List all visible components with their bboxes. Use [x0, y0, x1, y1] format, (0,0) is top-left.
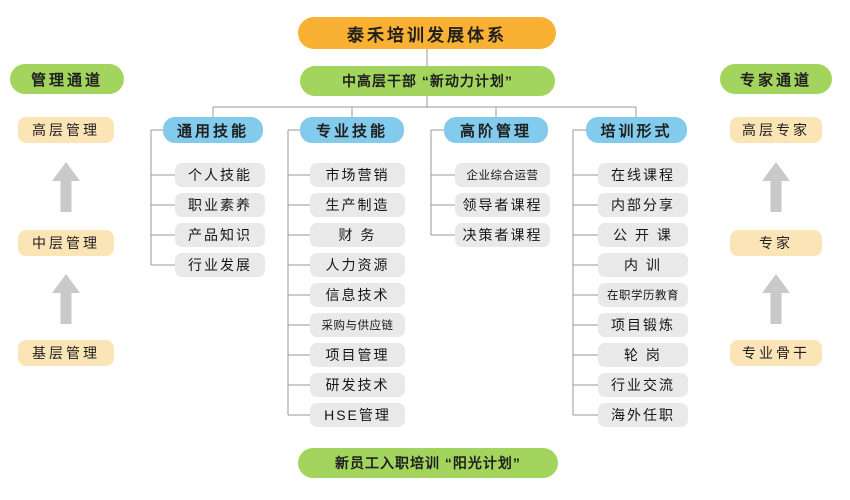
list-item: 产品知识: [175, 223, 265, 247]
column-header-professional-skills: 专业技能: [300, 117, 404, 143]
list-item: 个人技能: [175, 163, 265, 187]
column-header-advanced-management: 高阶管理: [444, 117, 548, 143]
advanced-management-list: 企业综合运营 领导者课程 决策者课程: [455, 163, 550, 247]
list-item: 内部分享: [598, 193, 688, 217]
top-program-box: 中高层干部 “新动力计划”: [300, 66, 555, 96]
management-channel-title: 管理通道: [10, 64, 124, 94]
general-skills-list: 个人技能 职业素养 产品知识 行业发展: [175, 163, 265, 277]
list-item: 市场营销: [310, 163, 405, 187]
professional-skills-list: 市场营销 生产制造 财 务 人力资源 信息技术 采购与供应链 项目管理 研发技术…: [310, 163, 405, 427]
list-item: 在线课程: [598, 163, 688, 187]
list-item: 企业综合运营: [455, 163, 550, 187]
bottom-program-box: 新员工入职培训 “阳光计划”: [298, 448, 558, 478]
list-item: 海外任职: [598, 403, 688, 427]
management-level-top: 高层管理: [18, 117, 114, 143]
list-item: HSE管理: [310, 403, 405, 427]
list-item: 公 开 课: [598, 223, 688, 247]
up-arrow-icon: [762, 162, 790, 212]
list-item: 职业素养: [175, 193, 265, 217]
list-item: 采购与供应链: [310, 313, 405, 337]
expert-level-base: 专业骨干: [730, 340, 822, 366]
list-item: 轮 岗: [598, 343, 688, 367]
expert-level-middle: 专家: [730, 230, 822, 256]
list-item: 项目锻炼: [598, 313, 688, 337]
list-item: 人力资源: [310, 253, 405, 277]
up-arrow-icon: [52, 274, 80, 324]
diagram-title: 泰禾培训发展体系: [298, 17, 556, 49]
list-item: 信息技术: [310, 283, 405, 307]
list-item: 内 训: [598, 253, 688, 277]
management-level-base: 基层管理: [18, 340, 114, 366]
list-item: 行业交流: [598, 373, 688, 397]
list-item: 财 务: [310, 223, 405, 247]
up-arrow-icon: [762, 274, 790, 324]
column-header-general-skills: 通用技能: [163, 117, 263, 143]
up-arrow-icon: [52, 162, 80, 212]
expert-channel-title: 专家通道: [720, 64, 832, 94]
list-item: 项目管理: [310, 343, 405, 367]
list-item: 行业发展: [175, 253, 265, 277]
list-item: 决策者课程: [455, 223, 550, 247]
training-forms-list: 在线课程 内部分享 公 开 课 内 训 在职学历教育 项目锻炼 轮 岗 行业交流…: [598, 163, 688, 427]
list-item: 生产制造: [310, 193, 405, 217]
expert-level-top: 高层专家: [730, 117, 822, 143]
list-item: 研发技术: [310, 373, 405, 397]
management-level-middle: 中层管理: [18, 230, 114, 256]
connector-lines: [150, 49, 637, 416]
column-header-training-forms: 培训形式: [586, 117, 687, 143]
list-item: 在职学历教育: [598, 283, 688, 307]
list-item: 领导者课程: [455, 193, 550, 217]
